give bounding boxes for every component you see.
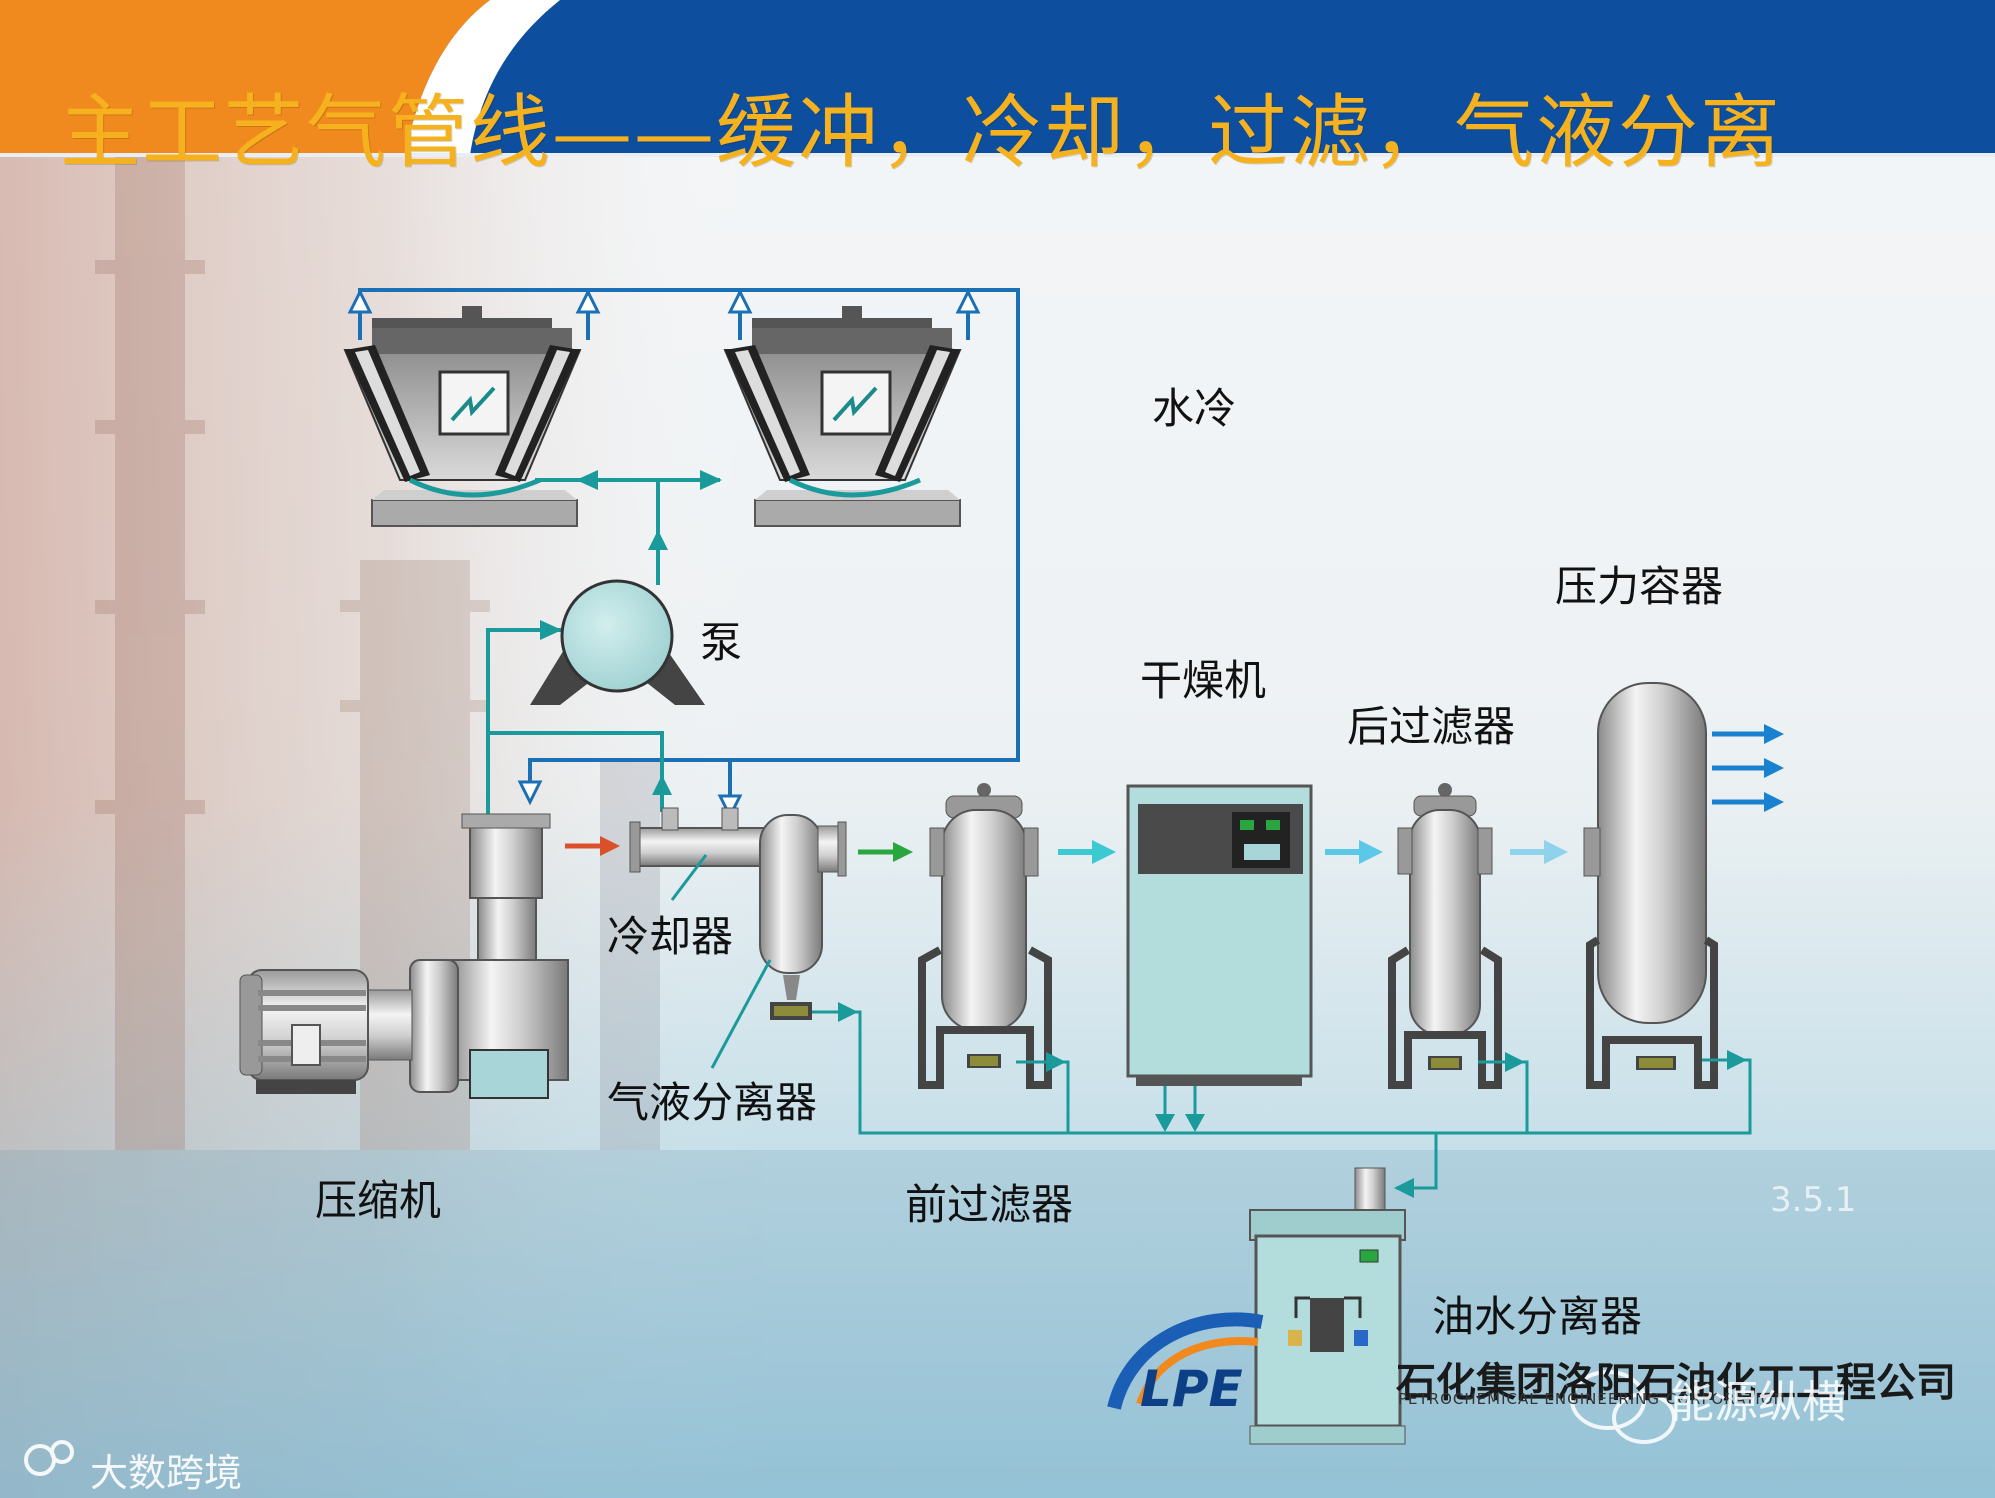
label-pump: 泵 (700, 622, 742, 664)
label-cooler: 冷却器 (607, 916, 733, 958)
dryer (1128, 786, 1311, 1086)
compressor-motor (240, 970, 368, 1094)
page-title: 主工艺气管线——缓冲，冷却，过滤，气液分离 (60, 68, 1782, 184)
label-pressure-vessel: 压力容器 (1555, 566, 1723, 608)
watermark-bottom-left-text: 大数跨境 (90, 1442, 242, 1497)
label-after-filter: 后过滤器 (1347, 706, 1515, 748)
company-logo-text: LPE (1140, 1360, 1243, 1418)
watermark-wechat-text: 能源纵横 (1670, 1366, 1846, 1430)
label-water-cooling: 水冷 (1152, 388, 1236, 430)
label-pre-filter: 前过滤器 (905, 1184, 1073, 1226)
page-number: 3.5.1 (1770, 1180, 1857, 1220)
label-dryer: 干燥机 (1140, 660, 1266, 702)
label-compressor: 压缩机 (315, 1180, 441, 1222)
label-oil-water-separator: 油水分离器 (1432, 1296, 1642, 1338)
label-gas-liquid-separator: 气液分离器 (607, 1082, 817, 1124)
oil-water-separator (1250, 1168, 1405, 1444)
